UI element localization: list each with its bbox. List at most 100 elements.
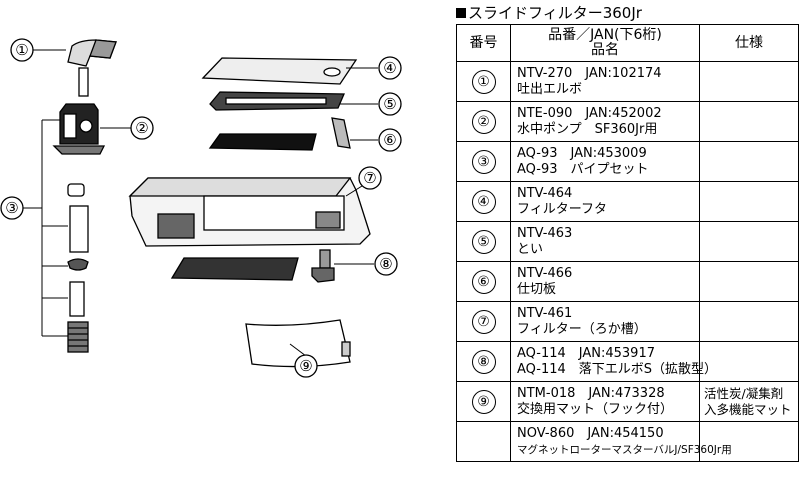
row-number: ⑤ <box>471 229 496 254</box>
spec-cell <box>699 181 799 222</box>
filter-lid-drawing <box>201 57 358 85</box>
pipe-set-drawing <box>67 183 89 353</box>
spec-cell <box>699 421 799 462</box>
svg-text:③: ③ <box>5 199 18 217</box>
title-text: スライドフィルター360Jr <box>468 4 642 22</box>
callout-6: ⑥ <box>378 128 402 152</box>
callout-4: ④ <box>378 56 402 80</box>
title-bullet <box>456 8 466 18</box>
exploded-parts-diagram: ① ② ③ ④ ⑤ ⑥ ⑦ ⑧ ⑨ <box>0 38 402 378</box>
table-header-row: 番号 品番／JAN(下6桁) 品名 仕様 <box>456 24 799 62</box>
num-cell: ⑨ <box>456 381 511 422</box>
row-number: ③ <box>471 149 496 174</box>
part-name: 水中ポンプ SF360Jr用 <box>517 121 658 137</box>
callout-2: ② <box>130 116 154 140</box>
spec-cell <box>699 101 799 142</box>
name-cell: NOV-860 JAN:454150 マグネットローターマスターバルJ/SF360… <box>510 421 732 462</box>
row-number: ② <box>471 109 496 134</box>
drop-elbow-drawing <box>311 249 335 283</box>
pump-drawing <box>52 103 106 155</box>
num-cell <box>456 421 511 462</box>
table-row: NOV-860 JAN:454150 マグネットローターマスターバルJ/SF360… <box>456 421 799 462</box>
row-number: ⑨ <box>471 389 496 414</box>
part-name: フィルターフタ <box>517 201 607 217</box>
callout-5: ⑤ <box>378 92 402 116</box>
gutter-drawing <box>209 91 345 111</box>
num-cell: ① <box>456 61 511 102</box>
header-name-line1: 品番／JAN(下6桁) <box>548 27 662 43</box>
spec-cell <box>699 221 799 262</box>
part-name: 吐出エルボ <box>517 81 583 97</box>
part-code: NTV-466 <box>517 265 573 281</box>
header-num: 番号 <box>456 24 511 62</box>
part-code: AQ-93 JAN:453009 <box>517 145 647 161</box>
svg-text:⑧: ⑧ <box>379 255 392 273</box>
row-number: ⑧ <box>471 349 496 374</box>
row-number: ④ <box>471 189 496 214</box>
spec-line2: 入多機能マット <box>704 401 792 417</box>
part-code: NTV-464 <box>517 185 573 201</box>
header-name-line2: 品名 <box>591 42 619 58</box>
row-number: ⑥ <box>471 269 496 294</box>
num-cell: ⑥ <box>456 261 511 302</box>
num-cell: ③ <box>456 141 511 182</box>
spec-cell <box>699 261 799 302</box>
product-title: スライドフィルター360Jr <box>456 2 642 23</box>
spec-line1: 活性炭/凝集剤 <box>704 385 784 401</box>
svg-text:⑤: ⑤ <box>383 95 396 113</box>
num-cell: ⑤ <box>456 221 511 262</box>
part-name: フィルター（ろか槽） <box>517 321 647 337</box>
part-code: NTV-463 <box>517 225 573 241</box>
header-spec: 仕様 <box>699 24 799 62</box>
row-number: ① <box>471 69 496 94</box>
parts-table: 番号 品番／JAN(下6桁) 品名 仕様 ① NTV-270 JAN:102174… <box>456 24 799 462</box>
svg-text:⑨: ⑨ <box>299 357 312 375</box>
callout-1: ① <box>10 38 34 62</box>
callout-7: ⑦ <box>358 166 382 190</box>
part-name: とい <box>517 241 544 257</box>
part-name: AQ-93 パイプセット <box>517 161 649 177</box>
outlet-elbow-drawing <box>67 39 117 97</box>
part-name: 仕切板 <box>517 281 557 297</box>
spec-cell <box>699 341 799 382</box>
part-name: マグネットローターマスターバルJ/SF360Jr用 <box>517 443 732 456</box>
filter-tank-drawing <box>128 177 371 247</box>
part-code: NTV-461 <box>517 305 573 321</box>
svg-text:⑦: ⑦ <box>363 169 376 187</box>
callout-3: ③ <box>0 196 24 220</box>
num-cell: ⑦ <box>456 301 511 342</box>
header-name: 品番／JAN(下6桁) 品名 <box>510 24 700 62</box>
replacement-mat-drawing <box>245 319 351 368</box>
mat-plate-drawing <box>170 257 299 281</box>
part-name: 交換用マット（フック付） <box>517 401 674 417</box>
svg-text:①: ① <box>15 41 28 59</box>
spec-cell <box>699 301 799 342</box>
part-code: NTE-090 JAN:452002 <box>517 105 662 121</box>
part-code: NOV-860 JAN:454150 <box>517 425 664 441</box>
spec-cell <box>699 141 799 182</box>
num-cell: ⑧ <box>456 341 511 382</box>
svg-text:②: ② <box>135 119 148 137</box>
callout-9: ⑨ <box>294 354 318 378</box>
spec-cell <box>699 61 799 102</box>
row-number: ⑦ <box>471 309 496 334</box>
